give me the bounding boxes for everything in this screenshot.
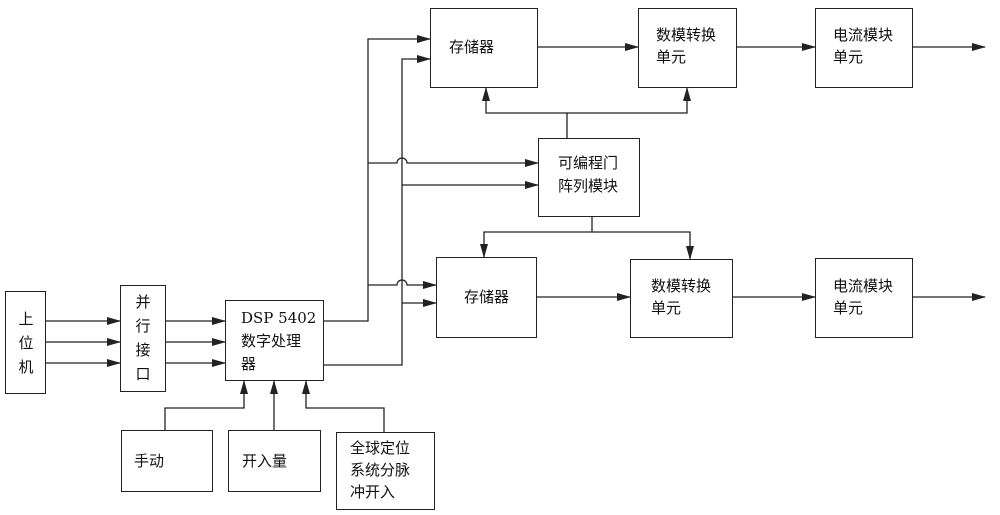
gps-block xyxy=(336,432,435,510)
bus-b xyxy=(324,55,431,366)
bus-a xyxy=(324,35,431,322)
dac-top-label-line1: 数模转换 xyxy=(656,26,717,44)
gps-label-line3: 冲开入 xyxy=(350,483,396,501)
arrow-fpga-to-bottom xyxy=(480,217,593,258)
current-top-label-line1: 电流模块 xyxy=(833,26,894,44)
dsp-block xyxy=(225,300,324,381)
memory-top-label: 存储器 xyxy=(449,38,495,56)
gps-label-line1: 全球定位 xyxy=(350,439,411,457)
arrow-gps-to-dsp xyxy=(302,380,385,432)
switch-input-block xyxy=(228,430,321,492)
current-bottom-label-line2: 单元 xyxy=(833,299,864,317)
parallel-port-block xyxy=(120,285,166,392)
arrow-manual-to-dsp xyxy=(164,380,248,430)
manual-label: 手动 xyxy=(134,452,165,470)
current-top-label-line2: 单元 xyxy=(833,48,864,66)
gps-label-line2: 系统分脉 xyxy=(350,461,411,479)
manual-block xyxy=(121,430,213,492)
fpga-block xyxy=(538,138,640,217)
current-bottom-label-line1: 电流模块 xyxy=(833,277,894,295)
fpga-label-line1: 可编程门 xyxy=(558,154,619,172)
dac-top-block xyxy=(638,8,737,88)
dac-top-label-line2: 单元 xyxy=(656,48,687,66)
arrow-fpga-to-dac-top xyxy=(567,87,691,114)
bus-a-to-fpga xyxy=(368,157,539,167)
current-bottom-block xyxy=(815,258,913,338)
arrow-fpga-to-top xyxy=(482,87,568,138)
dac-bottom-label-line1: 数模转换 xyxy=(651,277,712,295)
host-pc-block xyxy=(5,291,46,394)
memory-top-block xyxy=(430,8,538,88)
dac-bottom-block xyxy=(630,259,733,338)
switch-input-label: 开入量 xyxy=(242,452,288,470)
dsp-label-line3: 器 xyxy=(241,355,257,373)
current-top-block xyxy=(815,8,913,88)
parallel-port-label: 并行接口 xyxy=(135,293,151,383)
memory-bottom-label: 存储器 xyxy=(464,288,510,306)
dsp-label-line2: 数字处理 xyxy=(241,332,302,350)
dsp-label-line1: DSP 5402 xyxy=(241,309,317,327)
memory-bottom-block xyxy=(436,257,537,338)
arrow-fpga-to-dac-bottom xyxy=(592,231,694,260)
dac-bottom-label-line2: 单元 xyxy=(651,299,682,317)
fpga-label-line2: 阵列模块 xyxy=(558,177,619,195)
host-pc-label: 上位机 xyxy=(18,310,34,376)
